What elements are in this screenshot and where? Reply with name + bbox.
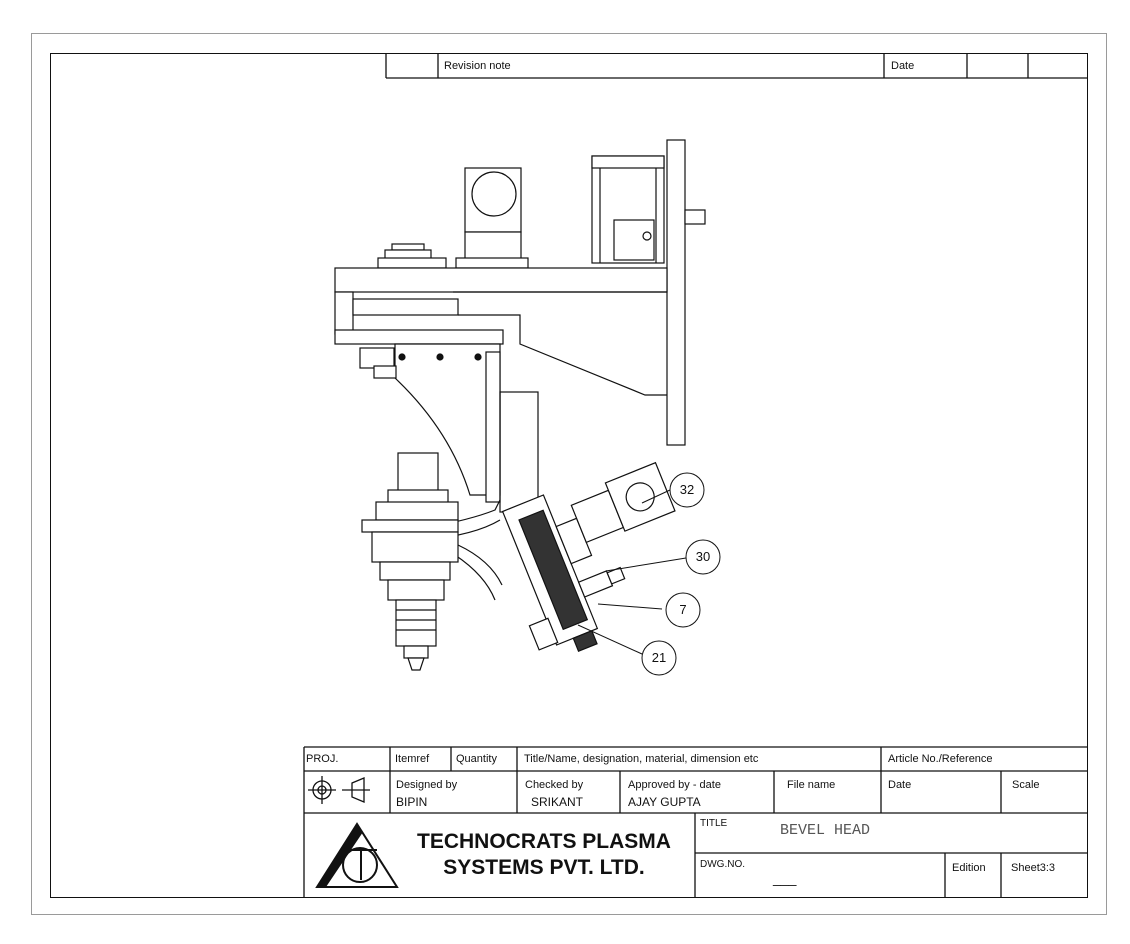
proj-label: PROJ. [306,753,339,765]
designed-by-label: Designed by [396,779,458,791]
checked-by-label: Checked by [525,779,584,791]
edition-label: Edition [952,862,986,874]
itemref-label: Itemref [395,753,430,765]
company-name-line2: SYSTEMS PVT. LTD. [443,856,645,879]
balloon-label: 30 [695,549,711,564]
designed-by-value: BIPIN [396,795,428,809]
file-name-label: File name [787,779,836,791]
revision-note-label: Revision note [444,60,511,72]
title-desc-label: Title/Name, designation, material, dimen… [524,753,759,765]
article-label: Article No./Reference [888,753,993,765]
revision-date-label: Date [891,60,915,72]
title-label: TITLE [700,818,728,829]
quantity-label: Quantity [456,753,497,765]
checked-by-value: SRIKANT [531,795,584,809]
drawing-title: BEVEL HEAD [780,822,871,839]
approved-by-label: Approved by - date [628,779,721,791]
company-logo [315,822,399,888]
balloon-label: 21 [651,650,667,665]
dwg-no-value: ___ [773,870,797,886]
balloon-label: 32 [679,482,695,497]
scale-label: Scale [1012,779,1040,791]
balloon-label: 7 [679,602,687,617]
sheet-label: Sheet3:3 [1011,862,1056,874]
company-name-line1: TECHNOCRATS PLASMA [417,830,671,853]
drawing-frame [50,53,1088,898]
date-label: Date [888,779,912,791]
sheet-outer-border [31,33,1107,915]
approved-by-value: AJAY GUPTA [628,795,701,809]
dwg-no-label: DWG.NO. [700,859,745,870]
